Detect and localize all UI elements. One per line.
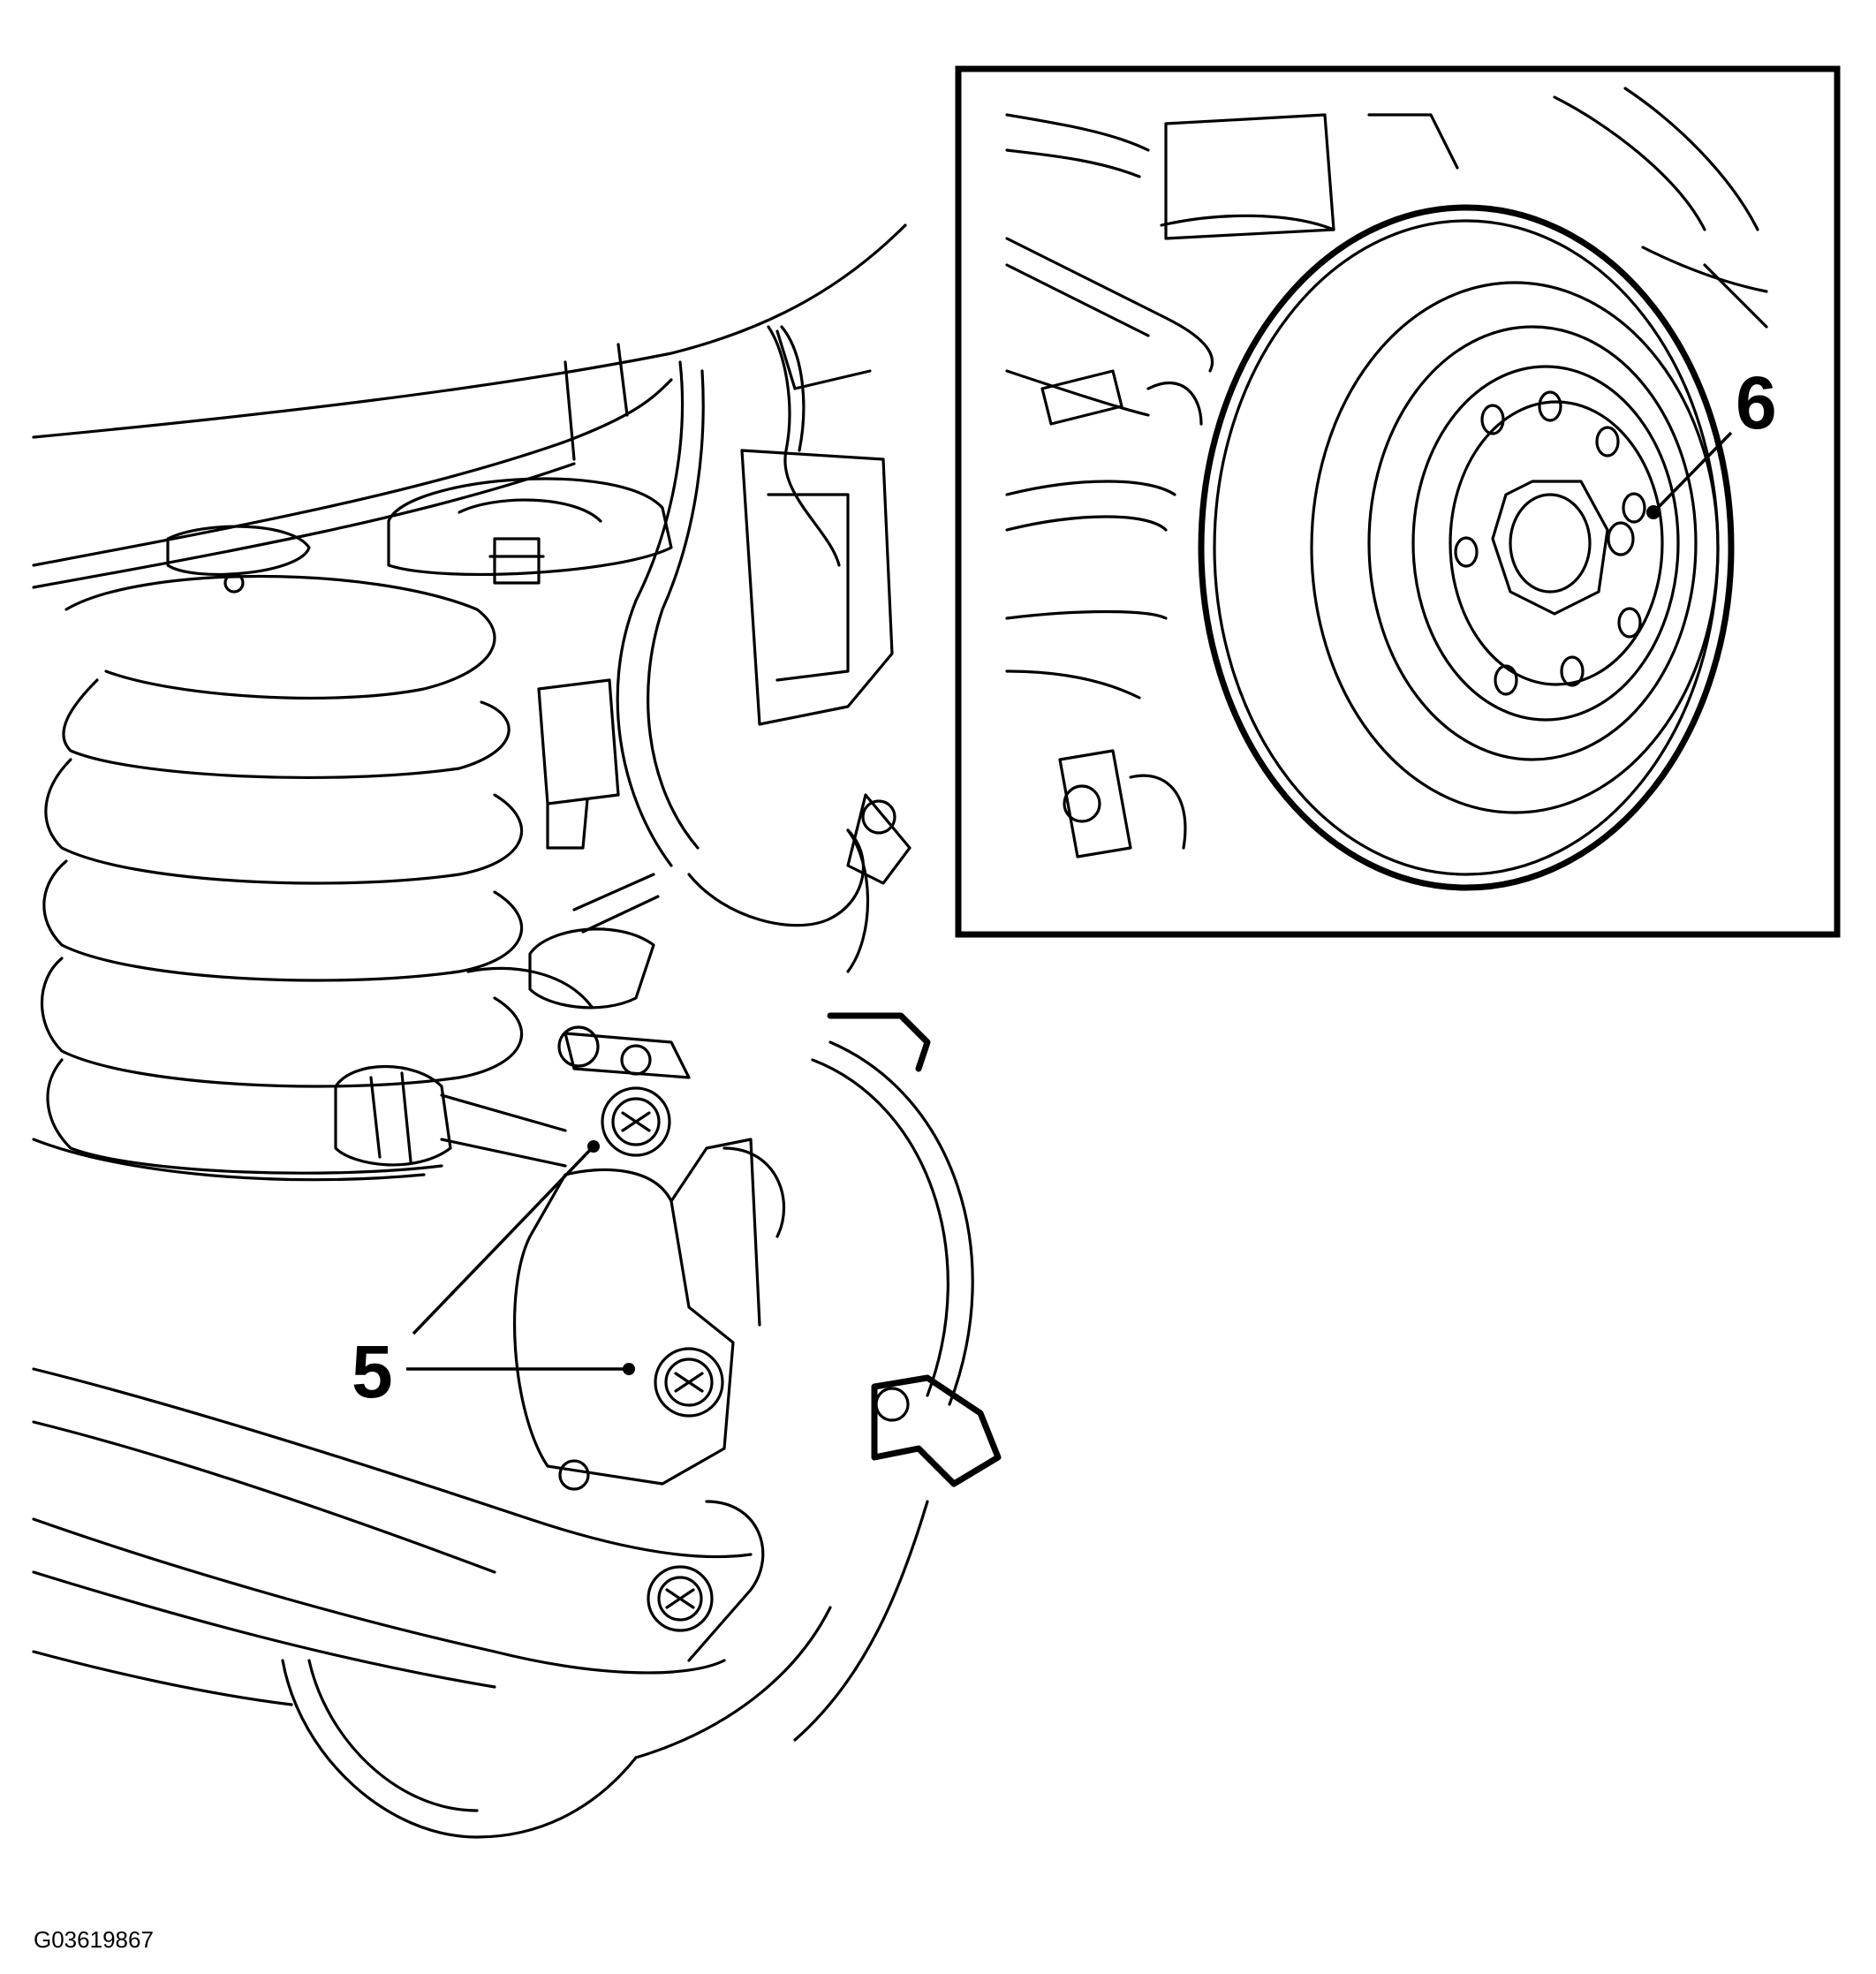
tyre-outline [32,1606,832,1839]
callout-6-group: 6 [1646,361,1777,519]
stabilizer-link [466,873,691,1079]
body-subframe [32,223,907,589]
inset-background-structure [1005,87,1768,858]
wheel-carrier-bolts [558,1086,724,1491]
inset-view [955,65,1841,938]
brake-shield [811,1012,1002,1487]
knuckle-body [512,1138,786,1486]
main-view [32,223,1002,1839]
callout-6-leader [1652,431,1733,514]
callout-5-leader-upper [412,1145,595,1335]
coil-spring [32,574,524,1182]
callout-5-label: 5 [352,1330,393,1413]
knuckle-upper [537,449,912,885]
control-arm-bushing [334,1065,567,1168]
lower-control-arm [32,1367,929,1742]
callout-5-group: 5 [352,1140,635,1413]
brake-hose [616,325,872,973]
inset-frame [955,65,1841,938]
spring-seat [166,477,673,594]
callout-6-label: 6 [1736,361,1777,444]
brake-disc [1198,204,1735,891]
figure-id: G03619867 [34,1926,154,1953]
